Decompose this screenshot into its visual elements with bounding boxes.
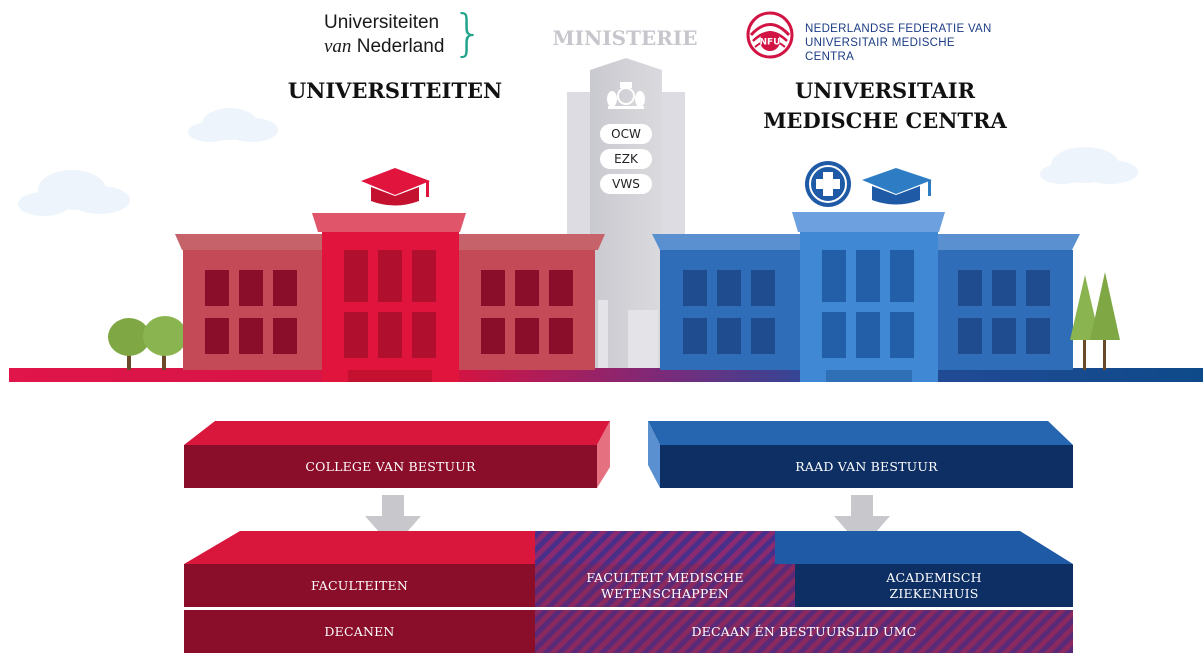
nfu-badge-text: NFU [760,38,781,48]
nfu-logo: NFU NEDERLANDSE FEDERATIE VAN UNIVERSITA… [745,10,1005,63]
ground-line [9,368,1203,382]
cloud-icon [1040,147,1138,184]
tree-icon [1070,275,1100,370]
heading-umc-line1: UNIVERSITAIR [794,78,976,103]
label-az-line2: ZIEKENHUIS [889,585,979,601]
label-fmw-line2: WETENSCHAPPEN [601,585,729,601]
label-faculteiten: FACULTEITEN [311,577,408,593]
uvn-logo-line1: Universiteiten [324,12,440,33]
ministry-ezk: EZK [600,149,652,169]
graduation-cap-icon [862,168,932,205]
label-fmw-line1: FACULTEIT MEDISCHE [586,569,744,585]
bottom-block [184,531,1073,653]
universiteiten-van-nederland-logo: Universiteiten van Nederland } [318,8,484,62]
raad-van-bestuur-block [648,421,1073,488]
royal-crest-icon [607,82,645,109]
label-decanen: DECANEN [324,623,395,639]
umc-windows [683,270,1050,354]
label-faculteit-medische-wetenschappen: FACULTEIT MEDISCHE WETENSCHAPPEN [535,564,795,607]
nfu-logo-line2: UNIVERSITAIR MEDISCHE CENTRA [805,37,955,63]
label-az-line1: ACADEMISCH [886,569,982,585]
label-decaan-en-bestuurslid: DECAAN ÉN BESTUURSLID UMC [691,623,917,639]
heading-umc: UNIVERSITAIR MEDISCHE CENTRA [745,76,1025,136]
cloud-icon [18,170,130,216]
label-college-van-bestuur: COLLEGE VAN BESTUUR [305,458,476,474]
ministry-ocw: OCW [600,124,652,144]
tree-icon [108,318,150,370]
university-center-windows [344,250,436,358]
nfu-logo-line1: NEDERLANDSE FEDERATIE VAN [805,23,992,35]
uvn-logo-rest: Nederland [351,36,445,57]
brace-icon: } [452,4,484,62]
label-academisch-ziekenhuis: ACADEMISCH ZIEKENHUIS [795,564,1073,607]
medical-cross-icon [805,161,851,207]
umc-center-windows [822,250,914,358]
tree-icon [1090,272,1120,370]
label-raad-van-bestuur: RAAD VAN BESTUUR [795,458,938,474]
graduation-cap-icon [361,168,430,206]
heading-ministerie: MINISTERIE [552,26,698,50]
heading-universiteiten: UNIVERSITEITEN [287,78,503,103]
uvn-logo-line2: van Nederland [324,36,444,58]
university-windows [205,270,573,354]
nfu-swirl-icon: NFU [746,11,794,59]
tree-icon [143,316,187,370]
college-van-bestuur-block [184,421,610,488]
uvn-logo-italic: van [324,36,352,57]
heading-umc-line2: MEDISCHE CENTRA [763,108,1007,133]
ministry-vws: VWS [600,174,652,194]
cloud-icon [188,108,278,142]
